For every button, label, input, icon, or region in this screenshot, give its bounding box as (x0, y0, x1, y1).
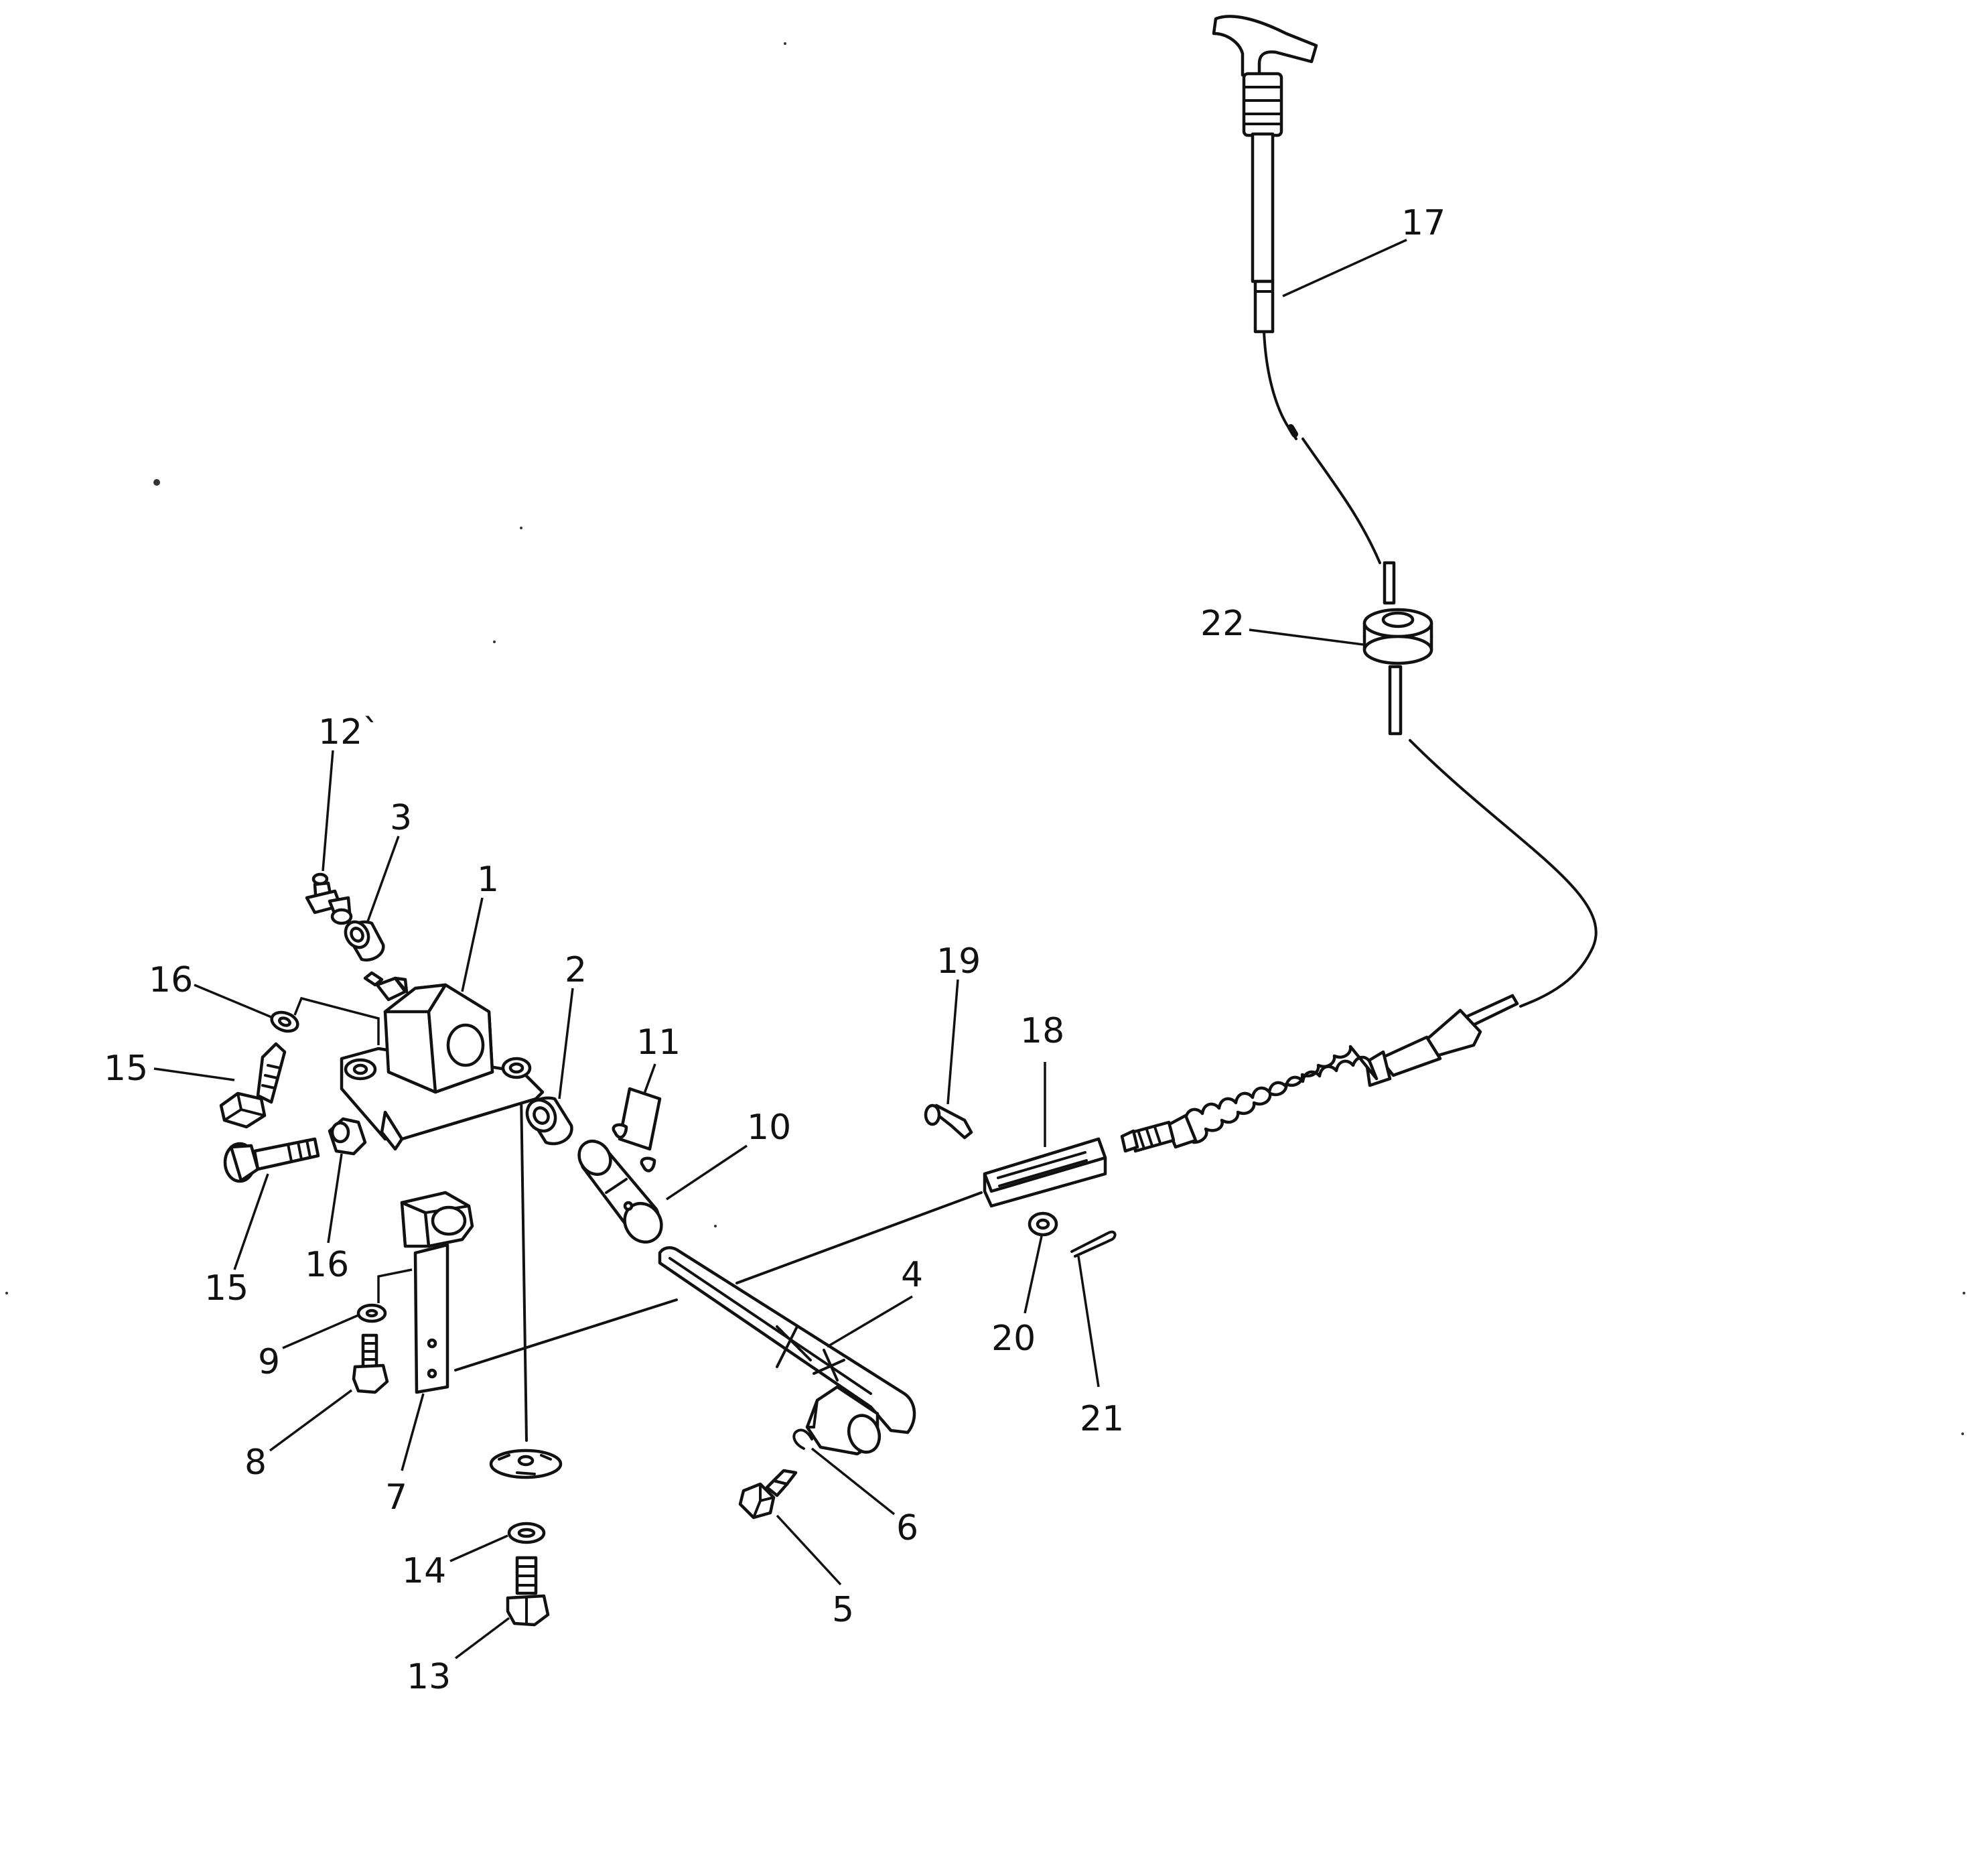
linkage-line (454, 1191, 983, 1371)
bolt-8 (352, 1333, 389, 1394)
callout-6: 6 (896, 1508, 918, 1548)
bracket-1 (340, 971, 545, 1151)
callout-4: 4 (901, 1255, 923, 1295)
cable-line (1263, 330, 1381, 564)
callout-11: 11 (636, 1022, 681, 1063)
leader-lines (153, 239, 1407, 1660)
cable-lower-fitting (1120, 1008, 1482, 1153)
bushing-2 (525, 1096, 573, 1146)
callout-10: 10 (747, 1108, 791, 1148)
callout-13: 13 (407, 1657, 451, 1697)
callout-22: 22 (1200, 604, 1245, 644)
callout-2: 2 (565, 950, 587, 990)
bolt-15-upper (219, 1042, 287, 1129)
callout-15-upper: 15 (104, 1049, 148, 1089)
key-11 (612, 1087, 662, 1172)
callout-8: 8 (244, 1443, 267, 1483)
callout-20: 20 (991, 1319, 1036, 1359)
bushing-3 (344, 920, 385, 962)
control-cable (1120, 15, 1598, 1153)
callout-19: 19 (936, 941, 981, 982)
bolt-13 (506, 1556, 550, 1627)
snap-ring-6 (792, 1428, 813, 1450)
cotter-pin-21 (1070, 1230, 1117, 1258)
spring-washer-plate (489, 1449, 563, 1479)
callout-17: 17 (1401, 203, 1446, 243)
callout-1: 1 (477, 860, 499, 900)
cable-bellows (1184, 1045, 1379, 1144)
callout-21: 21 (1080, 1399, 1124, 1439)
axis-line (520, 1092, 528, 1442)
bolt-5 (738, 1469, 798, 1520)
scan-specks (5, 42, 1965, 1435)
bolt-15-lower (223, 1137, 320, 1183)
callout-16-upper: 16 (149, 960, 193, 1000)
pedal-arm-4 (658, 1246, 916, 1456)
pin-10 (577, 1139, 663, 1244)
callout-18: 18 (1020, 1011, 1064, 1051)
washer-14 (507, 1522, 546, 1544)
callout-12: 12` (318, 712, 380, 752)
cable-grommet (1362, 608, 1433, 665)
callout-14: 14 (402, 1551, 446, 1591)
callout-5: 5 (832, 1590, 854, 1630)
pin-19 (924, 1103, 973, 1140)
callout-3: 3 (390, 798, 412, 838)
washer-16-upper (270, 1010, 299, 1033)
callout-16-lower: 16 (305, 1245, 349, 1285)
washer-20 (1028, 1211, 1058, 1237)
nut-16-lower (328, 1117, 367, 1156)
cable-t-handle (1212, 15, 1318, 77)
grease-nipple-12 (305, 872, 353, 925)
link-7 (400, 1191, 474, 1394)
cable-rod (1251, 132, 1275, 283)
callout-15-lower: 15 (204, 1268, 249, 1309)
callout-labels: 1 2 3 4 5 6 7 8 9 10 11 12` 13 14 15 15 … (104, 203, 1446, 1697)
callout-9: 9 (258, 1342, 280, 1382)
cable-ferrule-upper (1242, 72, 1283, 137)
clevis-18 (983, 1137, 1107, 1208)
callout-7: 7 (385, 1477, 407, 1518)
washer-9 (356, 1303, 387, 1323)
